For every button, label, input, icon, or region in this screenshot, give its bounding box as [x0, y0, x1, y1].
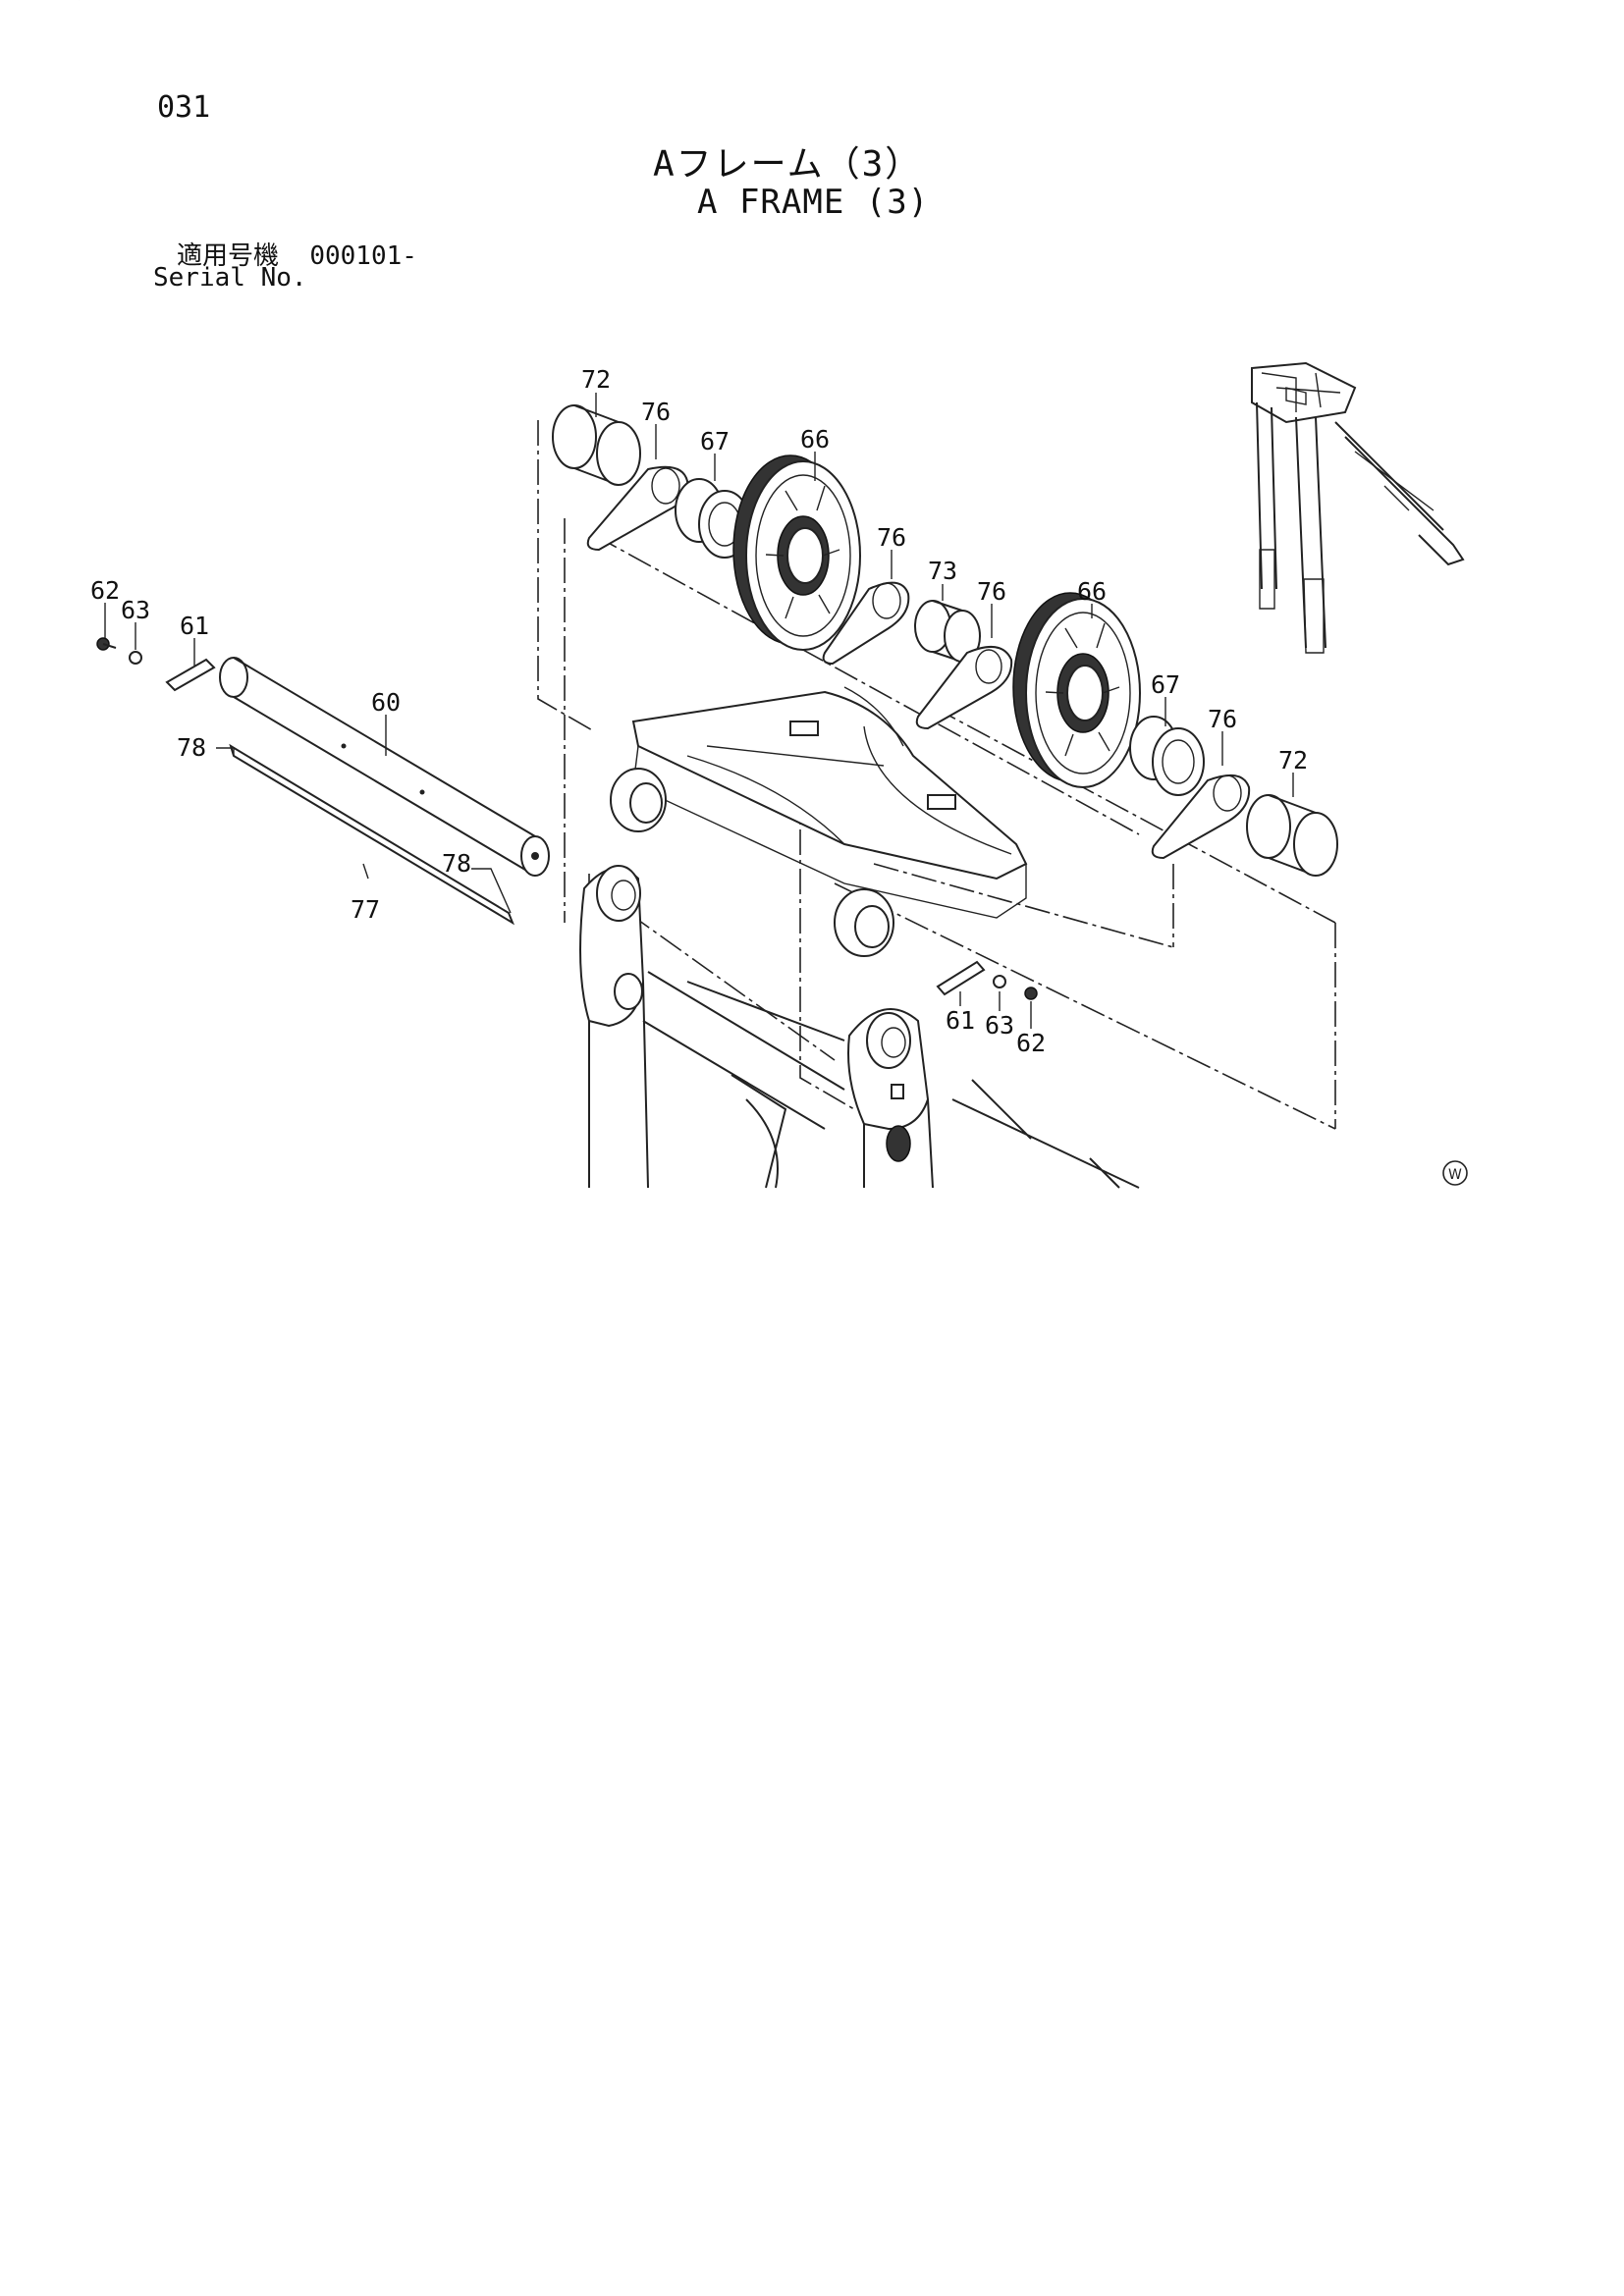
callout-78-a: 78	[177, 733, 206, 762]
callout-67-right: 67	[1151, 670, 1180, 699]
plate-76-lower-mid	[915, 645, 1013, 730]
callout-76-d: 76	[1208, 705, 1237, 733]
bolt-62-right	[1024, 987, 1038, 1000]
watermark-letter: W	[1448, 1167, 1462, 1183]
page-title-english: A FRAME (3)	[697, 183, 930, 222]
page-number: 031	[157, 90, 211, 125]
bolt-62-left	[96, 637, 117, 651]
shaft-60	[219, 657, 550, 877]
machine-location-thumbnail	[1251, 361, 1465, 654]
callout-78-b: 78	[442, 849, 471, 878]
callout-72-right: 72	[1278, 746, 1308, 774]
serial-label-jp-text: 適用号機	[177, 241, 280, 271]
w-watermark-icon: W	[1442, 1160, 1468, 1186]
serial-number-value: 000101-	[309, 241, 417, 271]
washer-63-left	[129, 651, 142, 665]
callout-61-left: 61	[180, 612, 209, 640]
serial-label-japanese: 適用号機 000101-	[177, 236, 417, 272]
serial-label-english: Serial No.	[153, 263, 307, 293]
callout-76-c: 76	[977, 577, 1006, 606]
callout-66-left: 66	[800, 425, 830, 454]
callout-leaders	[104, 393, 1294, 1029]
callout-62-right: 62	[1016, 1029, 1046, 1057]
plate-77	[229, 743, 515, 926]
washer-63-right	[993, 975, 1006, 988]
callout-61-right: 61	[946, 1006, 975, 1035]
callout-76-b: 76	[877, 523, 906, 552]
callout-63-left: 63	[121, 596, 150, 624]
a-frame-body	[579, 686, 1140, 1189]
ring-67-right	[1129, 716, 1205, 796]
plate-76-upper-mid	[822, 581, 910, 666]
callout-63-right: 63	[985, 1011, 1014, 1040]
sheave-66-left	[732, 454, 861, 651]
bushing-72-right	[1246, 794, 1338, 877]
callout-labels: 72 76 67 66 76 73 76 66 67 76 72 62 63 6…	[90, 365, 1308, 1057]
lock-plate-61-right	[936, 960, 986, 996]
callout-77: 77	[351, 895, 380, 924]
bushing-73	[914, 600, 981, 663]
plate-76-right	[1151, 774, 1251, 860]
callout-66-right: 66	[1077, 577, 1107, 606]
assembly-axis-lines	[537, 420, 1336, 1178]
callout-62-left: 62	[90, 576, 120, 605]
callout-60: 60	[371, 688, 401, 717]
lock-plate-61-left	[165, 658, 216, 692]
callout-76-a: 76	[641, 398, 671, 426]
callout-72-left: 72	[581, 365, 611, 394]
bushing-72-left	[552, 404, 641, 486]
sheave-66-right	[1012, 592, 1141, 788]
page-title-japanese: Aフレーム（3）	[653, 144, 923, 185]
callout-73: 73	[928, 557, 957, 585]
callout-67-left: 67	[700, 427, 730, 455]
